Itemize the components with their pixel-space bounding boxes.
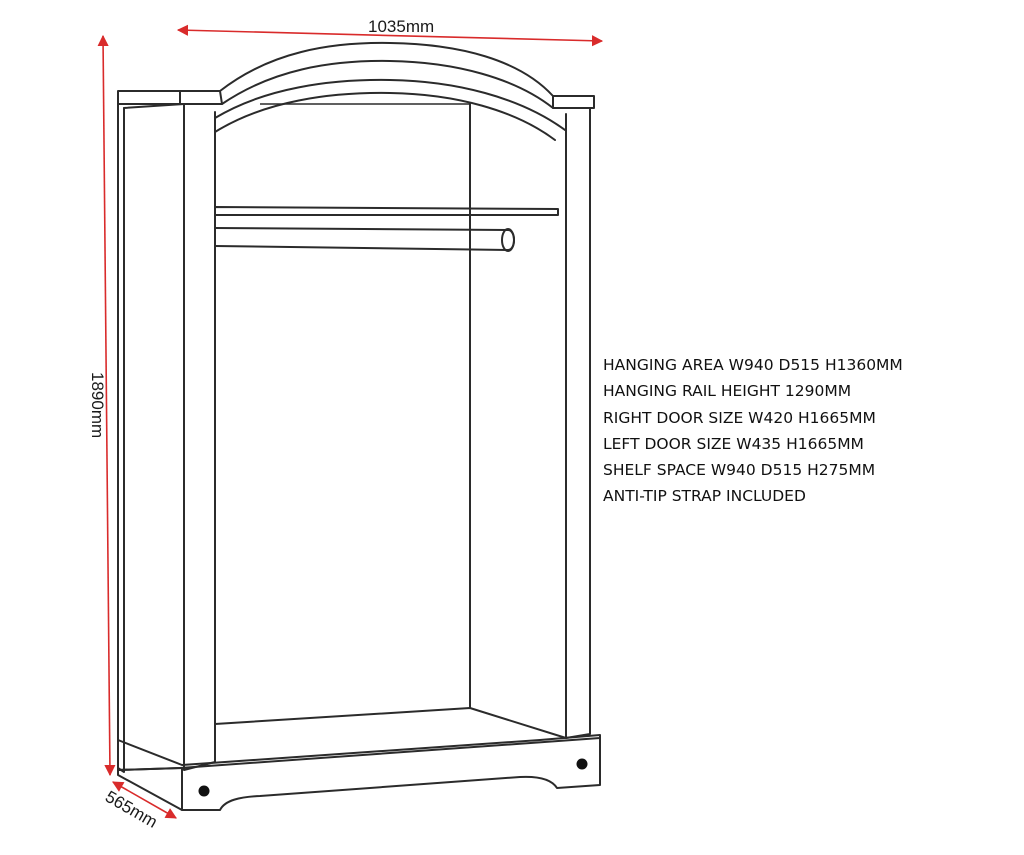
- spec-anti-tip-strap: ANTI-TIP STRAP INCLUDED: [603, 487, 806, 506]
- wardrobe-outline: [117, 41, 601, 811]
- depth-dimension: 565mm: [102, 781, 177, 832]
- foot-hole-right-icon: [576, 758, 588, 770]
- left-side-panel: [117, 103, 125, 773]
- plinth-front: [117, 737, 601, 811]
- spec-hanging-rail-height: HANGING RAIL HEIGHT 1290MM: [603, 382, 852, 401]
- width-dimension: 1035mm: [176, 17, 604, 47]
- spec-left-door-size: LEFT DOOR SIZE W435 H1665MM: [603, 434, 864, 453]
- shelf: [214, 206, 559, 216]
- crown-arch-lower: [214, 78, 566, 131]
- crown-arch-outer: [179, 41, 554, 97]
- crown-arch-bottom: [214, 91, 556, 141]
- crown-top: [117, 90, 181, 105]
- spec-right-door-size: RIGHT DOOR SIZE W420 H1665MM: [603, 408, 876, 427]
- height-dimension: 1890mm: [88, 34, 116, 777]
- height-label: 1890mm: [88, 372, 107, 438]
- plinth-side: [117, 769, 183, 811]
- left-front-post: [183, 103, 216, 771]
- interior-floor: [214, 707, 567, 739]
- crown-arch-inner: [179, 59, 554, 109]
- width-label: 1035mm: [368, 17, 434, 36]
- specifications-list: HANGING AREA W940 D515 H1360MM HANGING R…: [603, 352, 903, 510]
- crown-top-right: [552, 95, 595, 109]
- right-front-post: [565, 107, 591, 739]
- foot-hole-left-icon: [198, 785, 210, 797]
- spec-hanging-area: HANGING AREA W940 D515 H1360MM: [603, 356, 903, 374]
- plinth-top: [117, 734, 601, 771]
- spec-shelf-space: SHELF SPACE W940 D515 H275MM: [603, 461, 876, 480]
